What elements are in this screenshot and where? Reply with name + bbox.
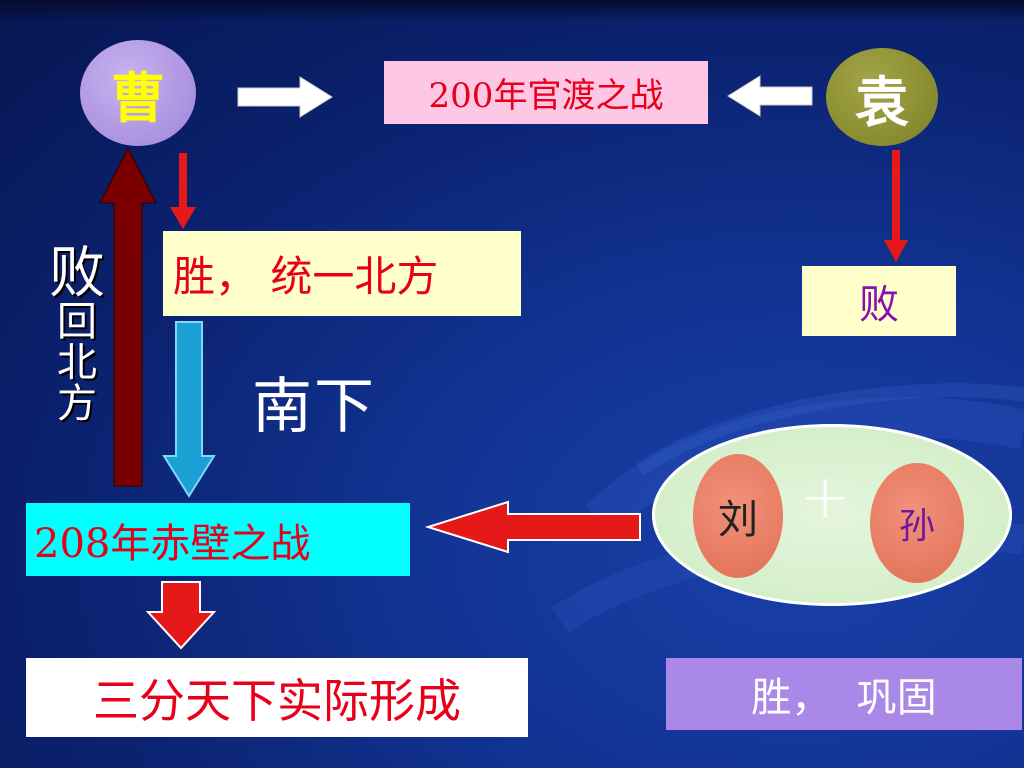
arrow-chibi-to-three-kingdoms — [145, 581, 217, 650]
sun-label: 孙 — [898, 506, 935, 547]
cao-victory-label: 胜， 统一北方 — [173, 252, 439, 301]
liusun-victory-label: 胜， 巩固 — [751, 675, 937, 721]
cao-circle: 曹 — [80, 40, 196, 146]
arrow-yuan-to-guandu — [727, 75, 813, 117]
three-kingdoms-label: 三分天下实际形成 — [93, 673, 461, 728]
lose-return-north-text: 败 回 北 方 — [44, 246, 110, 426]
cao-victory-box: 胜， 统一北方 — [163, 231, 521, 316]
three-kingdoms-box: 三分天下实际形成 — [26, 658, 528, 737]
cao-label: 曹 — [111, 65, 165, 130]
lose-big-char: 败 — [49, 241, 105, 306]
yuan-circle: 袁 — [826, 48, 938, 146]
liu-oval: 刘 — [693, 454, 783, 578]
arrow-cao-down-victory — [170, 153, 196, 229]
south-text: 南下 — [252, 372, 376, 442]
yuan-defeat-box: 败 — [802, 266, 956, 336]
chibi-battle-box: 208年赤壁之战 — [26, 503, 410, 576]
chibi-battle-label: 208年赤壁之战 — [34, 520, 311, 567]
yuan-defeat-label: 败 — [859, 282, 899, 328]
north-char: 北 — [57, 340, 97, 387]
liusun-victory-box: 胜， 巩固 — [666, 658, 1022, 730]
arrow-yuan-down-defeat — [884, 150, 908, 262]
guandu-battle-label: 200年官渡之战 — [428, 76, 664, 116]
arrow-cao-to-guandu — [237, 76, 333, 118]
guandu-battle-box: 200年官渡之战 — [384, 61, 708, 124]
arrow-chibi-up-to-cao — [99, 146, 157, 487]
plus-sign: + — [800, 462, 851, 532]
direction-char: 方 — [57, 381, 97, 428]
yuan-label: 袁 — [855, 69, 909, 134]
liu-label: 刘 — [718, 497, 758, 543]
arrow-alliance-to-chibi — [424, 500, 641, 554]
arrow-south-to-chibi — [162, 321, 216, 498]
return-char: 回 — [57, 299, 97, 345]
sun-oval: 孙 — [870, 463, 964, 583]
